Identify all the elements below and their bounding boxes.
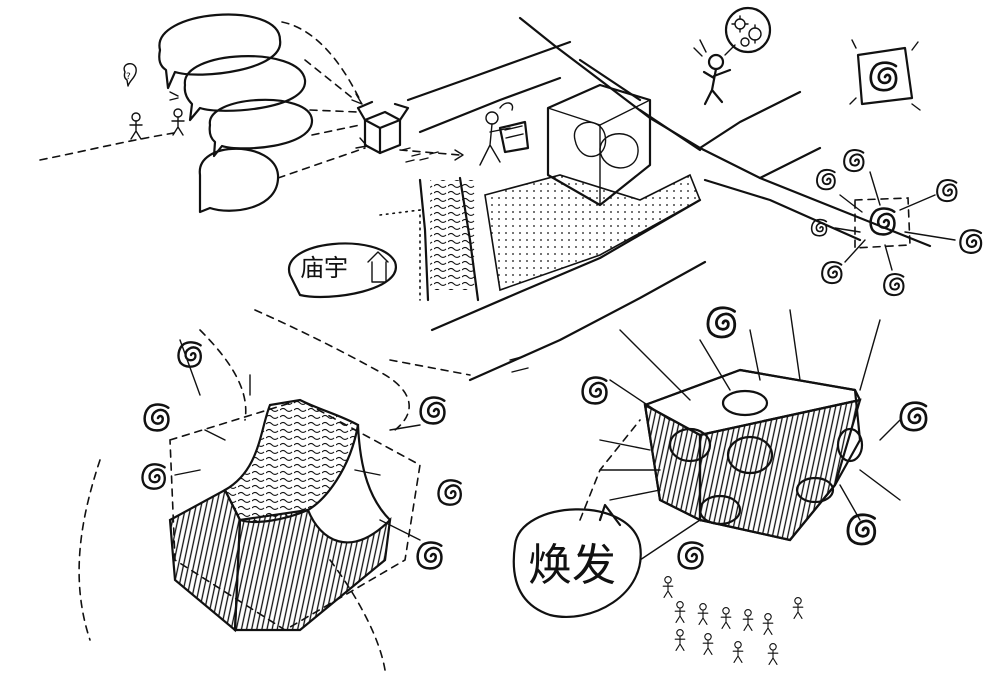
spiral-sign xyxy=(849,39,921,111)
thinking-person xyxy=(693,6,772,106)
renewed-block xyxy=(581,306,928,570)
dotted-plaza xyxy=(484,173,702,292)
site-outlines xyxy=(39,131,641,671)
people-group: ? xyxy=(123,63,185,140)
water-texture xyxy=(430,180,529,373)
glass-cube xyxy=(546,83,652,207)
speech-bubbles xyxy=(158,13,314,214)
temple-label-bubble: 庙宇 xyxy=(288,242,397,299)
box-icon xyxy=(356,100,410,155)
question-bubble-icon xyxy=(123,63,137,87)
gear-thought-icon xyxy=(731,15,762,47)
flow-arrows xyxy=(277,21,464,179)
person-with-box xyxy=(401,102,530,166)
radiating-spirals xyxy=(810,149,983,297)
hatched-block xyxy=(141,339,462,633)
temple-label: 庙宇 xyxy=(300,254,348,282)
renew-label: 焕发 xyxy=(528,540,616,591)
renew-label-bubble: 焕发 xyxy=(512,503,642,618)
svg-text:?: ? xyxy=(126,72,131,82)
crowd xyxy=(662,576,804,665)
